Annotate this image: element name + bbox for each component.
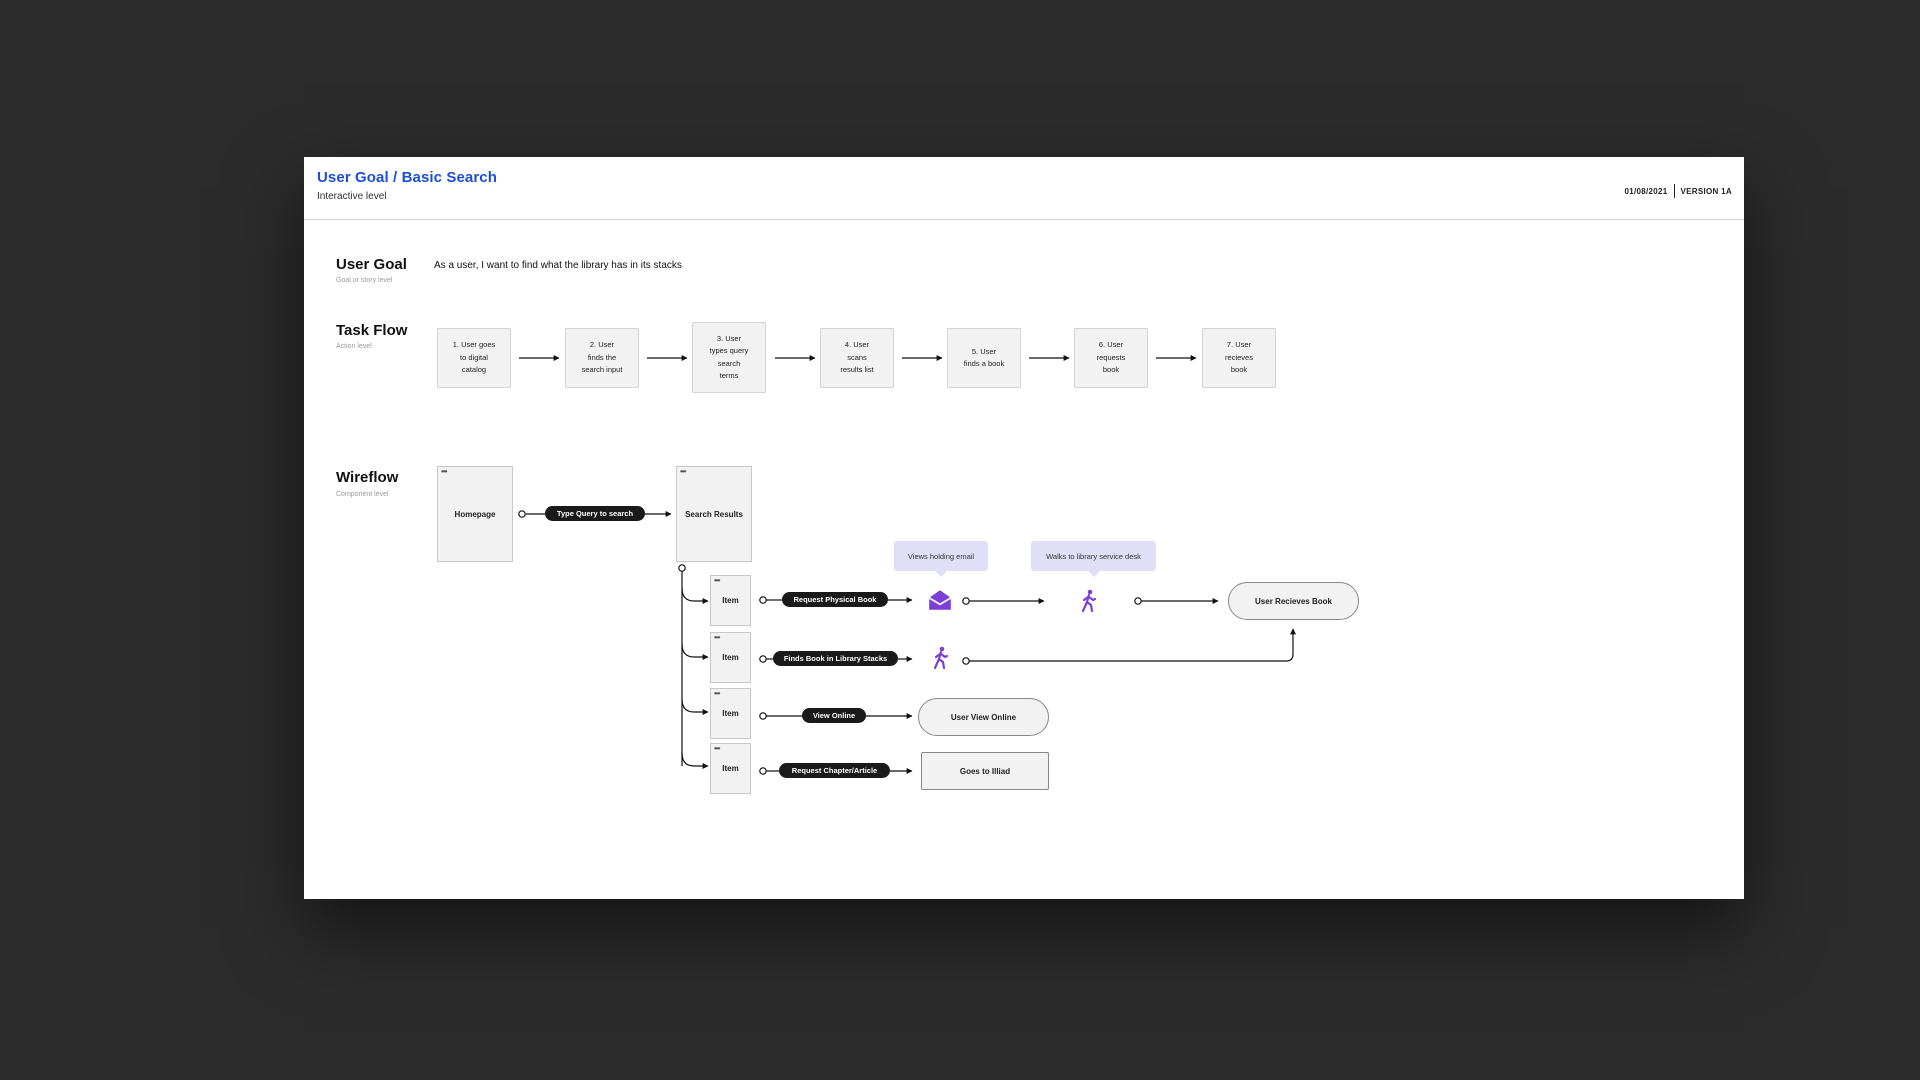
card-menu-dots: ••• [714,633,720,642]
card-menu-dots: ••• [714,744,720,753]
task-step-line: results list [840,365,874,375]
task-step-line: 4. User [844,340,870,350]
diagram-board: User Goal / Basic Search Interactive lev… [304,157,1744,899]
finds-in-stacks-pill: Finds Book in Library Stacks [773,651,898,666]
search-results-origin-dot [678,564,686,572]
branch-item-1 [681,587,709,604]
task-step-1: 1. User goes to digital catalog [437,328,511,388]
row2-origin-dot [759,655,767,663]
item-label: Item [722,709,739,718]
board-header: User Goal / Basic Search Interactive lev… [304,157,1744,220]
version-label: VERSION 1A [1680,186,1732,196]
card-menu-dots: ••• [714,689,720,698]
task-step-line: 3. User [716,333,742,343]
task-step-line: types query [709,346,749,355]
wireflow-subtitle: Component level [336,491,389,498]
task-step-line: to digital [460,352,488,362]
walking-person-icon [1081,589,1097,613]
card-menu-dots: ••• [441,467,447,476]
row2-walk-origin-dot [962,657,970,665]
card-menu-dots: ••• [680,467,686,476]
search-results-label: Search Results [685,509,743,519]
walking-person-icon [933,646,949,670]
item-card-4[interactable]: ••• Item [710,743,751,794]
task-step-line: finds a book [963,359,1005,368]
user-goal-text: As a user, I want to find what the libra… [434,260,682,271]
holding-email-callout: Views holding email [894,541,988,577]
task-step-line: 7. User [1226,340,1252,350]
page-subtitle: Interactive level [317,191,387,202]
task-step-line: book [1102,365,1120,375]
item-card-3[interactable]: ••• Item [710,688,751,739]
row2-long-connector [969,628,1296,662]
task-step-line: 5. User [971,346,997,356]
task-step-6: 6. User requests book [1074,328,1148,388]
service-desk-callout: Walks to library service desk [1031,541,1156,577]
item-label: Item [722,653,739,662]
user-goal-subtitle: Goal or story level [336,277,393,284]
item-label: Item [722,596,739,605]
task-step-line: book [1230,365,1248,375]
row4-origin-dot [759,767,767,775]
item-card-1[interactable]: ••• Item [710,575,751,626]
task-step-label: 7. User recieves book [1225,339,1253,377]
row1-email-origin-dot [962,597,970,605]
task-step-3: 3. User types query search terms [692,322,766,393]
request-chapter-pill: Request Chapter/Article [779,763,890,778]
header-meta: 01/08/2021 VERSION 1A [1624,184,1732,198]
task-step-label: 2. User finds the search input [582,339,623,377]
connector-lines [518,355,1296,775]
item-label: Item [722,764,739,773]
task-step-line: catalog [461,365,487,375]
task-step-label: 4. User scans results list [840,339,873,377]
user-receives-book-node: User Recieves Book [1228,582,1359,620]
task-step-line: 1. User goes [452,340,496,350]
task-step-label: 6. User requests book [1097,339,1126,377]
goes-to-illiad-node: Goes to Illiad [921,752,1049,790]
request-physical-pill: Request Physical Book [782,592,888,607]
date-label: 01/08/2021 [1624,186,1668,196]
wireflow-title: Wireflow [336,469,399,486]
view-online-pill: View Online [802,708,866,723]
homepage-origin-dot [518,510,526,518]
item-card-2[interactable]: ••• Item [710,632,751,683]
homepage-label: Homepage [454,509,496,519]
type-query-pill: Type Query to search [545,506,645,521]
row3-origin-dot [759,712,767,720]
user-goal-title: User Goal [336,256,407,273]
task-step-line: 6. User [1098,340,1124,350]
envelope-open-icon [928,590,952,610]
task-step-4: 4. User scans results list [820,328,894,388]
task-step-line: scans [847,352,867,362]
user-view-online-node: User View Online [918,698,1049,736]
task-step-line: search input [581,365,623,375]
task-step-line: search [717,358,741,368]
branch-item-4 [681,752,709,769]
task-step-5: 5. User finds a book [947,328,1021,388]
card-menu-dots: ••• [714,576,720,585]
task-flow-title: Task Flow [336,322,408,339]
search-results-card[interactable]: ••• Search Results [676,466,752,562]
meta-divider [1673,184,1675,198]
task-step-line: terms [719,371,739,380]
task-step-label: 5. User finds a book [964,346,1004,371]
task-step-label: 1. User goes to digital catalog [453,339,496,377]
task-step-7: 7. User recieves book [1202,328,1276,388]
task-step-line: requests [1096,352,1126,362]
row1-walk-origin-dot [1134,597,1142,605]
branch-item-2 [681,643,709,660]
page-title: User Goal / Basic Search [317,169,497,186]
task-step-label: 3. User types query search terms [710,333,749,383]
branch-item-3 [681,698,709,715]
task-step-line: finds the [587,352,617,362]
row1-origin-dot [759,596,767,604]
task-step-line: 2. User [589,340,615,350]
homepage-card[interactable]: ••• Homepage [437,466,513,562]
task-step-2: 2. User finds the search input [565,328,639,388]
task-flow-subtitle: Action level [336,343,372,350]
task-step-line: recieves [1225,352,1253,362]
